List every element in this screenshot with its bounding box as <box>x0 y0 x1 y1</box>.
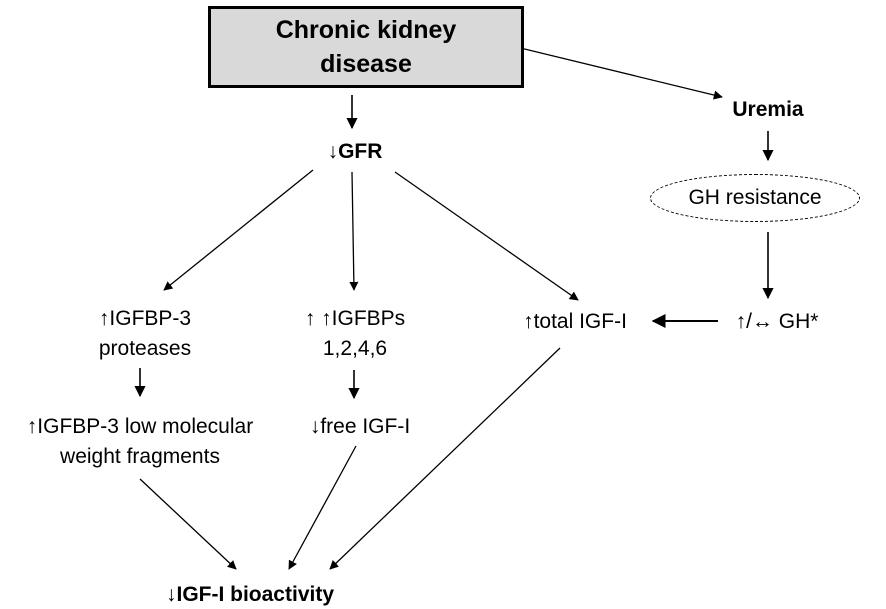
igfbp3-fragments-node: ↑IGFBP-3 low molecular weight fragments <box>0 412 280 472</box>
arrow-gfr-to-igfbp3-proteases <box>163 169 314 291</box>
gh-node: ↑/↔ GH* <box>735 310 819 333</box>
chronic-kidney-disease-box: Chronic kidney disease <box>208 6 524 88</box>
ckd-line-1: Chronic kidney <box>275 16 457 44</box>
arrow-gfr-to-igfbps <box>349 171 359 291</box>
gh-resistance-label: GH resistance <box>688 186 822 209</box>
igfbp3-proteases-node: ↑IGFBP-3 proteases <box>50 304 240 364</box>
ckd-line-2: disease <box>320 50 412 78</box>
arrow-fragments-to-bioactivity <box>139 478 237 570</box>
igfbps-line-2: 1,2,4,6 <box>322 337 388 360</box>
igfbps-line-1: ↑ ↑IGFBPs <box>304 307 406 330</box>
igfbp3-fragments-line-2: weight fragments <box>60 445 220 468</box>
igf-bioactivity-node: ↓IGF-I bioactivity <box>165 583 335 606</box>
arrow-free-igf-to-bioactivity <box>288 445 357 570</box>
uremia-node: Uremia <box>732 98 804 121</box>
arrow-total-igf-to-bioactivity <box>329 347 561 570</box>
igfbps-node: ↑ ↑IGFBPs 1,2,4,6 <box>275 304 435 364</box>
arrow-ckd-to-uremia <box>507 44 723 100</box>
arrow-gfr-to-total-igf <box>394 171 579 301</box>
gh-resistance-node: GH resistance <box>650 174 860 222</box>
gfr-node: ↓GFR <box>327 140 383 163</box>
igfbp3-fragments-line-1: ↑IGFBP-3 low molecular <box>26 415 254 438</box>
igfbp3-proteases-line-2: proteases <box>98 337 192 360</box>
total-igf-node: ↑total IGF-I <box>523 310 627 333</box>
igfbp3-proteases-line-1: ↑IGFBP-3 <box>98 307 192 330</box>
free-igf-node: ↓free IGF-I <box>309 415 411 438</box>
